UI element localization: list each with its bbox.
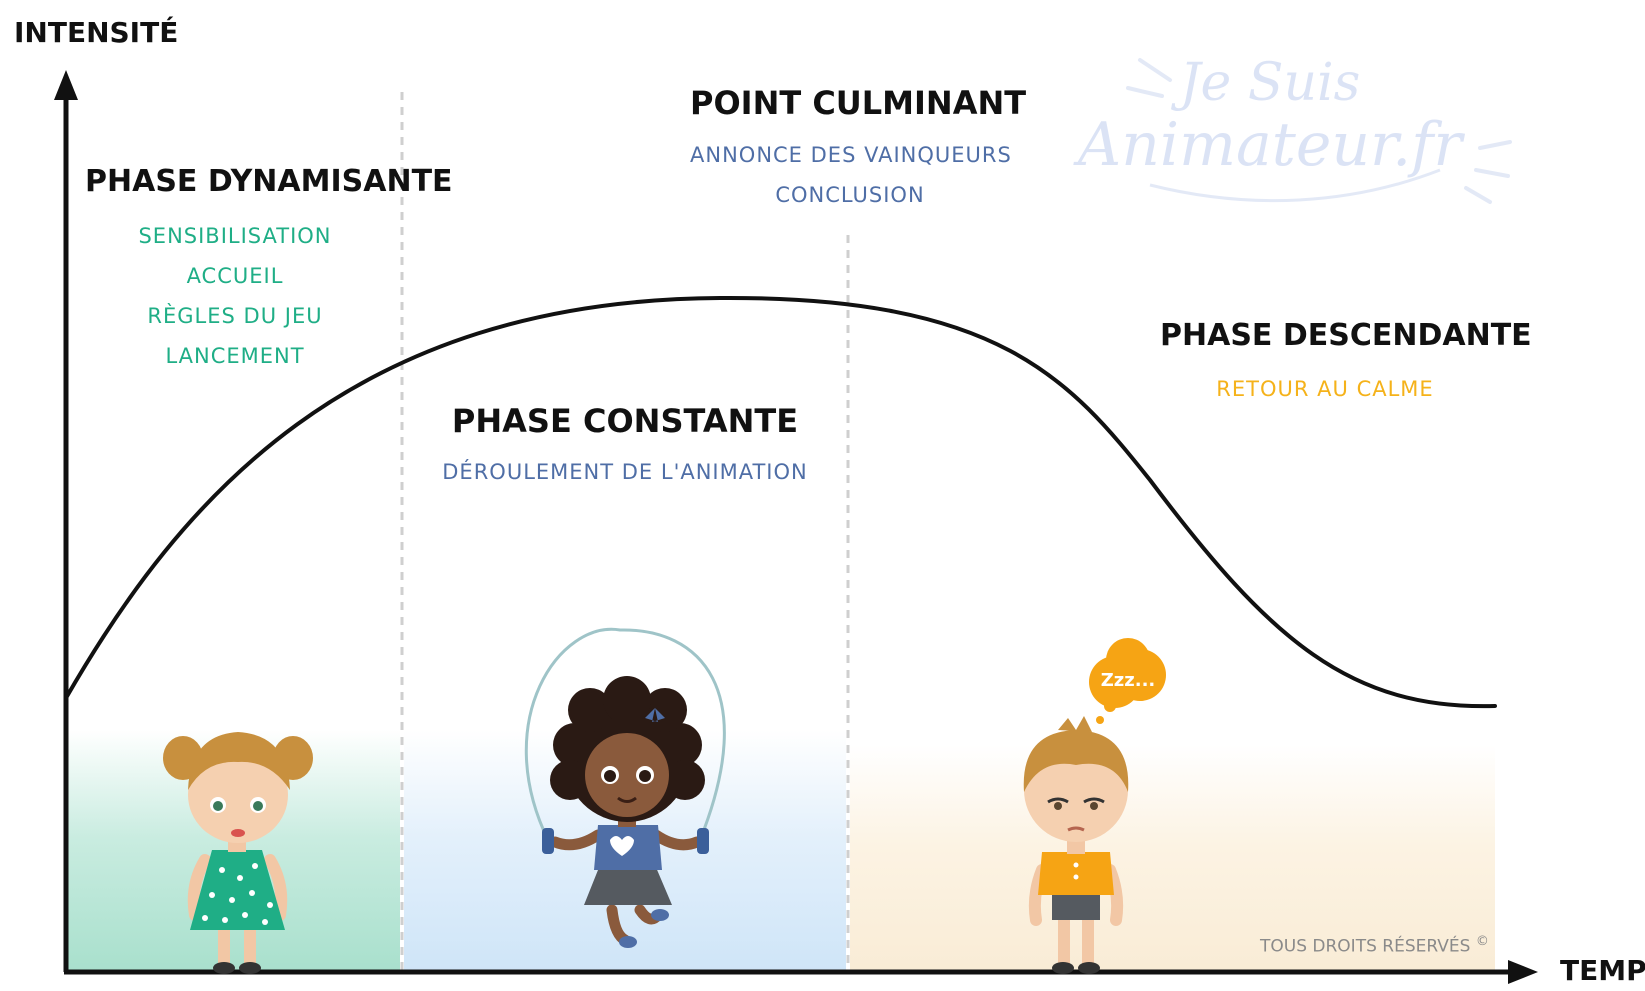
phase-dynamisante-item: ACCUEIL — [186, 264, 284, 288]
y-axis-arrow-icon — [54, 70, 78, 100]
copyright-note: TOUS DROITS RÉSERVÉS © — [1260, 934, 1489, 957]
x-axis-label: TEMPS — [1560, 954, 1645, 987]
point-culminant-item: ANNONCE DES VAINQUEURS — [690, 143, 1012, 167]
girl-pigtails-illustration — [163, 732, 313, 974]
y-axis-label: INTENSITÉ — [14, 16, 179, 49]
phase-descendante-title: PHASE DESCENDANTE — [1160, 318, 1532, 353]
intensity-curve — [64, 295, 1497, 709]
sleep-bubble-text: Zzz... — [1101, 670, 1156, 691]
watermark-line1: Je Suis — [1171, 53, 1361, 113]
watermark-line2: Animateur.fr — [1073, 110, 1465, 180]
phase-constante-title: PHASE CONSTANTE — [451, 402, 799, 440]
phase-descendante-items: RETOUR AU CALME — [1160, 369, 1490, 409]
point-culminant-items: ANNONCE DES VAINQUEURS CONCLUSION — [690, 135, 1012, 215]
watermark-logo: Je Suis Animateur.fr — [1073, 53, 1512, 204]
phase-descendante-band — [850, 745, 1495, 970]
point-culminant-title: POINT CULMINANT — [690, 84, 1027, 122]
phase-dynamisante-item: RÈGLES DU JEU — [147, 304, 323, 328]
phase-dynamisante-title: PHASE DYNAMISANTE — [85, 164, 453, 199]
girl-jump-rope-illustration — [524, 627, 726, 948]
x-axis-arrow-icon — [1508, 960, 1538, 984]
copyright-text: TOUS DROITS RÉSERVÉS — [1260, 936, 1471, 957]
copyright-symbol: © — [1475, 934, 1489, 949]
sleepy-boy-illustration: Zzz... — [1023, 638, 1166, 974]
phase-dynamisante-item: LANCEMENT — [165, 344, 305, 368]
phase-descendante-item: RETOUR AU CALME — [1216, 377, 1434, 401]
sleep-thought-bubble: Zzz... — [1089, 638, 1166, 708]
phase-dynamisante-items: SENSIBILISATION ACCUEIL RÈGLES DU JEU LA… — [85, 216, 385, 376]
phase-constante-items: DÉROULEMENT DE L'ANIMATION — [440, 452, 810, 492]
point-culminant-item: CONCLUSION — [775, 183, 925, 207]
phase-dynamisante-item: SENSIBILISATION — [138, 224, 332, 248]
phase-constante-item: DÉROULEMENT DE L'ANIMATION — [442, 460, 808, 484]
